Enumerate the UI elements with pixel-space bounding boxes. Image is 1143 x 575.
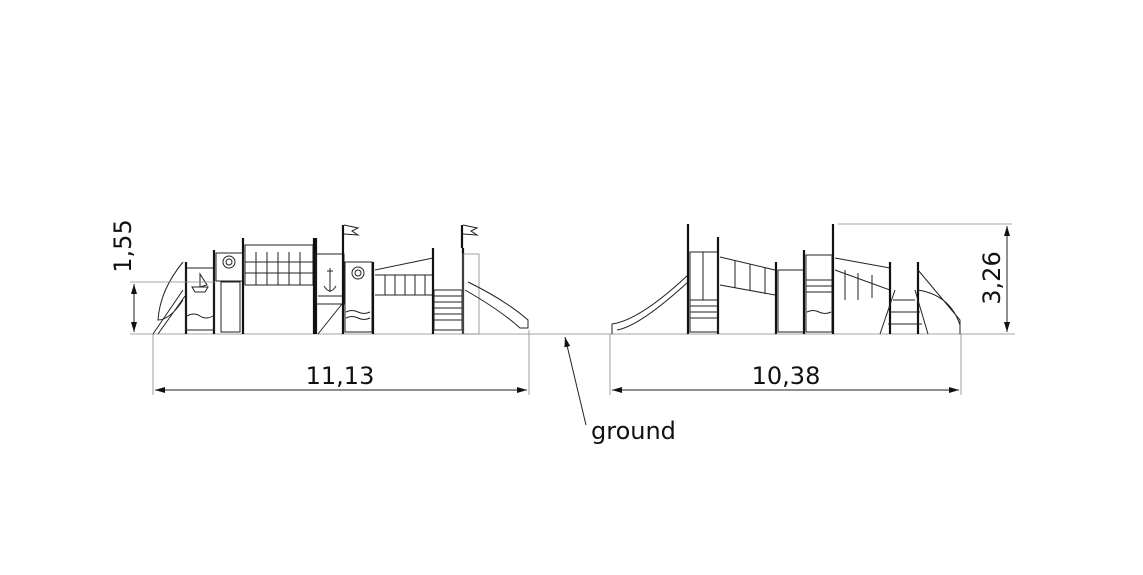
- ground-callout: ground: [564, 336, 676, 445]
- right-height-label: 3,26: [978, 251, 1006, 304]
- dimension-left-height: 1,55: [109, 219, 215, 332]
- right-playground-elevation: [611, 224, 961, 335]
- dimension-right-width: 10,38: [609, 334, 962, 395]
- left-height-label: 1,55: [109, 219, 137, 272]
- ground-label: ground: [591, 417, 676, 445]
- right-width-label: 10,38: [752, 362, 821, 390]
- dimension-right-height: 3,26: [838, 223, 1012, 332]
- left-width-label: 11,13: [306, 362, 375, 390]
- left-playground-elevation: [152, 224, 529, 335]
- dimension-left-width: 11,13: [152, 330, 530, 395]
